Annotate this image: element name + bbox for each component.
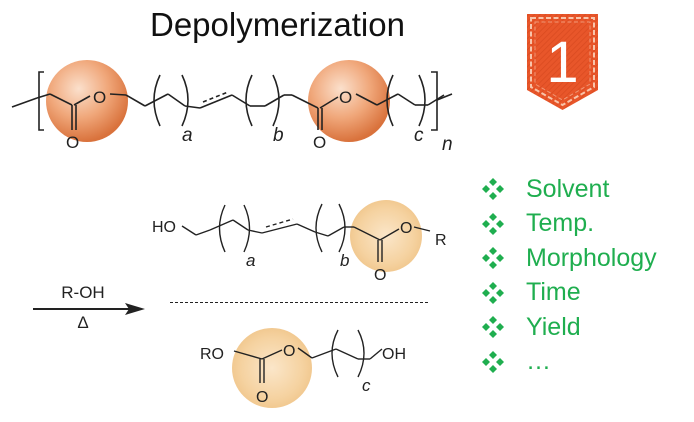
subscript-a: a [182, 125, 193, 146]
badge-stitching-inner [534, 21, 591, 101]
product-separator [170, 302, 428, 303]
factor-item: Temp. [482, 207, 657, 242]
diamond-cluster-icon [482, 350, 504, 373]
product-2-oh: OH [382, 346, 406, 363]
atom-o-ester-1: O [93, 88, 106, 107]
product-2-structure: RO O O OH c [200, 328, 406, 408]
product-2-sub-c: c [362, 376, 371, 395]
product-1-r: R [435, 232, 447, 249]
factor-label: Yield [526, 312, 581, 341]
product-1-o-ester: O [400, 220, 412, 237]
factor-item: Yield [482, 310, 657, 345]
badge-number: 1 [546, 30, 578, 95]
subscript-c: c [414, 125, 424, 146]
polymer-bonds [11, 71, 453, 131]
factor-item: Solvent [482, 172, 657, 207]
diamond-cluster-icon [482, 316, 504, 339]
factor-label: Time [526, 278, 581, 307]
reagent-label: R-OH [61, 283, 104, 302]
ester-sphere-1 [46, 60, 128, 142]
subscript-n: n [442, 134, 453, 155]
ester-sphere-2 [308, 60, 390, 142]
reaction-arrow: R-OH Δ [33, 283, 145, 332]
diamond-cluster-icon [482, 247, 504, 270]
factor-item: Morphology [482, 241, 657, 276]
factor-label: Solvent [526, 174, 610, 203]
atom-o-carbonyl-2: O [313, 133, 326, 152]
arrow-head-icon [125, 303, 145, 315]
ester-sphere-product-2 [232, 328, 312, 408]
product-1-sub-b: b [340, 251, 349, 270]
factor-item: … [482, 345, 657, 380]
factor-label: Morphology [526, 243, 657, 272]
diamond-cluster-icon [482, 178, 504, 201]
factor-label: Temp. [526, 209, 595, 238]
number-badge: 1 [527, 14, 598, 110]
atom-o-carbonyl-1: O [66, 133, 79, 152]
factor-label: … [526, 347, 551, 376]
figure-title: Depolymerization [150, 6, 405, 43]
product-2-o-ester: O [283, 343, 295, 360]
atom-o-ester-2: O [339, 88, 352, 107]
subscript-b: b [273, 125, 284, 146]
product-1-ho: HO [152, 219, 176, 236]
product-1-o-carbonyl: O [374, 267, 386, 284]
badge-stitching [530, 17, 595, 107]
diamond-cluster-icon [482, 212, 504, 235]
product-1-structure: HO O O R a b [152, 200, 447, 284]
product-2-o-carbonyl: O [256, 389, 268, 406]
diamond-cluster-icon [482, 281, 504, 304]
polymer-structure: O O O O a b c n [11, 60, 453, 155]
factor-item: Time [482, 276, 657, 311]
badge-shape [527, 14, 598, 110]
product-1-sub-a: a [246, 251, 255, 270]
condition-label: Δ [77, 313, 88, 332]
product-2-ro: RO [200, 346, 224, 363]
